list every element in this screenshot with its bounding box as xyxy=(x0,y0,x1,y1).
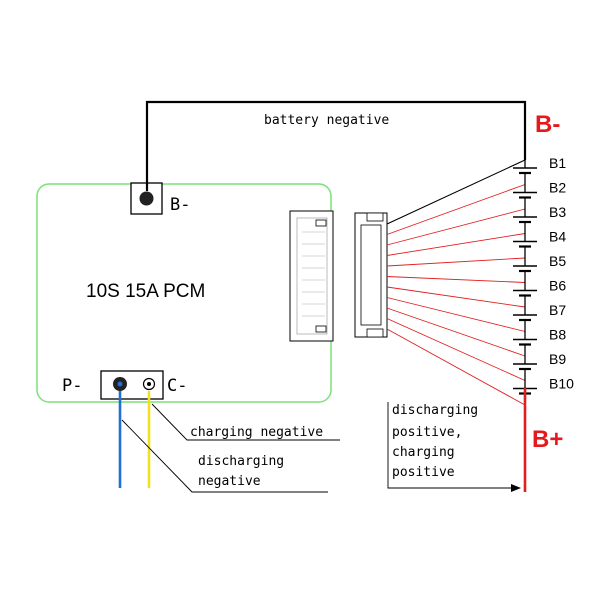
board-connector-latch-bottom xyxy=(315,325,327,333)
discharging-negative-label-2: negative xyxy=(198,474,261,489)
balance-wires xyxy=(386,159,526,406)
b-minus-terminal-label: B- xyxy=(535,111,560,138)
cell-label: B10 xyxy=(549,376,574,392)
charging-negative-label: charging negative xyxy=(190,425,323,440)
balance-wire xyxy=(386,208,526,246)
discharging-negative-label-1: discharging xyxy=(198,454,284,469)
c-minus-screw-center xyxy=(147,382,151,386)
b-plus-terminal-label: B+ xyxy=(532,426,563,453)
cell-label: B7 xyxy=(549,302,566,318)
positive-arrowhead xyxy=(511,484,521,492)
plug-connector-inner xyxy=(360,224,382,326)
battery-negative-wire xyxy=(145,100,527,191)
plug-latch-top xyxy=(366,212,384,222)
balance-wire xyxy=(386,297,526,332)
board-b-minus-screw xyxy=(139,191,154,206)
plug-latch-bottom xyxy=(366,328,384,338)
cell-label: B5 xyxy=(549,253,566,269)
board-connector-latch-top xyxy=(315,219,327,227)
dis-pos-line-4: positive xyxy=(392,465,455,480)
balance-wire-negative xyxy=(386,159,526,225)
dis-pos-line-1: discharging xyxy=(392,403,478,418)
battery-negative-label: battery negative xyxy=(264,113,389,128)
balance-wire xyxy=(386,276,526,283)
cell-label: B3 xyxy=(549,204,566,220)
balance-wire xyxy=(386,318,526,381)
positive-annotation: discharging positive, charging positive xyxy=(392,403,478,480)
board-connector-pins xyxy=(302,231,325,317)
board-connector-inner xyxy=(296,217,328,335)
positive-leader-line xyxy=(387,402,517,489)
balance-wire xyxy=(386,257,526,267)
c-minus-label: C- xyxy=(167,376,187,396)
charging-negative-leader xyxy=(151,403,340,441)
board-title: 10S 15A PCM xyxy=(86,281,205,302)
cell-label: B4 xyxy=(549,229,566,245)
balance-wire xyxy=(386,286,526,308)
balance-wire xyxy=(386,233,526,256)
p-minus-screw-center xyxy=(117,381,123,387)
balance-wire xyxy=(386,328,526,406)
cell-label: B2 xyxy=(549,180,566,196)
dis-pos-line-2: positive, xyxy=(392,425,462,440)
board-b-minus-label: B- xyxy=(170,195,190,215)
cell-label: B6 xyxy=(549,278,566,294)
cell-label: B8 xyxy=(549,327,566,343)
p-minus-label: P- xyxy=(62,376,82,396)
balance-wire xyxy=(386,184,526,235)
cell-label: B1 xyxy=(549,155,566,171)
balance-wire xyxy=(386,307,526,357)
dis-pos-line-3: charging xyxy=(392,445,455,460)
discharging-negative-leader xyxy=(121,419,328,493)
cell-label: B9 xyxy=(549,351,566,367)
